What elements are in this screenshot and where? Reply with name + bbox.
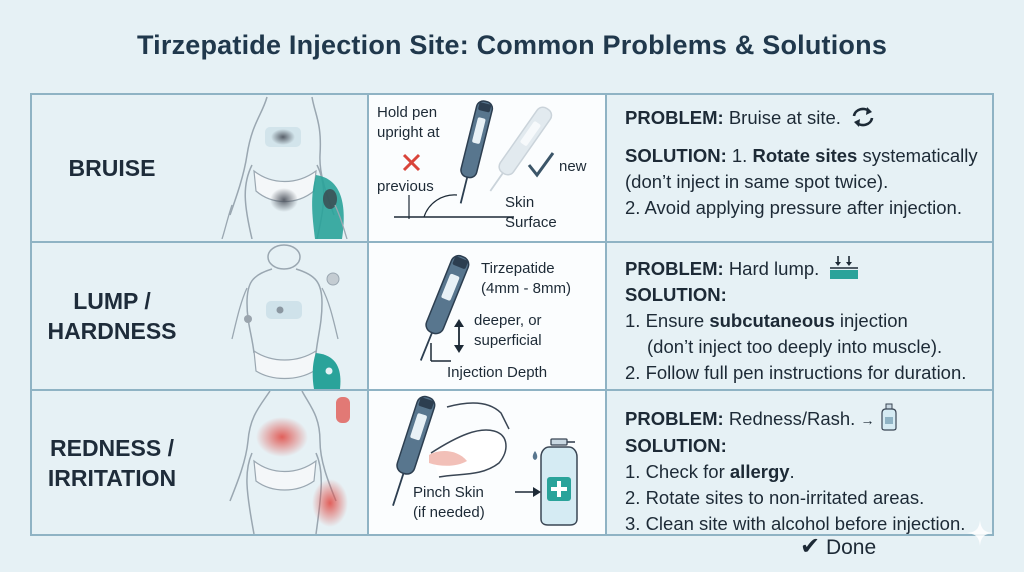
sanitizer-bottle-icon	[532, 438, 578, 526]
row-label-cell: BRUISE	[32, 95, 192, 241]
body-figure-cell	[192, 95, 367, 241]
problem-label: PROBLEM:	[625, 258, 724, 279]
body-figure-cell	[192, 243, 367, 389]
pen-angle-svg: Hold pen upright at previous	[377, 100, 587, 231]
pinch-skin-svg: Pinch Skin (if needed)	[392, 395, 578, 526]
problem-line: PROBLEM: Bruise at site.	[625, 105, 992, 131]
done-indicator[interactable]: ✔ Done	[800, 532, 876, 561]
row-label-line: IRRITATION	[47, 464, 177, 491]
solution-bold: allergy	[729, 461, 790, 482]
solution-line-1: 1. Check for allergy.	[625, 459, 992, 485]
injection-depth-illustration: Tirzepatide (4mm - 8mm) deeper, or super…	[367, 243, 607, 389]
body-figure-redness	[229, 390, 350, 535]
surface-text: Surface	[505, 214, 557, 231]
row-lump-hardness: LUMP / HARDNESS	[32, 241, 992, 389]
problem-line: PROBLEM: Hard lump.	[625, 255, 992, 282]
row-label-line: REDNESS /	[50, 434, 174, 461]
solution-text: systematically	[862, 145, 978, 166]
problem-text: Bruise at site.	[728, 107, 841, 128]
solution-line-2: 2. Rotate sites to non-irritated areas.	[625, 487, 925, 508]
check-icon	[527, 152, 555, 178]
problem-table: BRUISE	[30, 93, 994, 536]
solution-text: .	[789, 461, 795, 482]
row-label-line: HARDNESS	[47, 318, 177, 344]
previous-text: previous	[377, 178, 434, 195]
pinch-skin-illustration: Pinch Skin (if needed)	[367, 391, 607, 534]
solution-label-line: SOLUTION:	[625, 282, 992, 308]
if-needed-text: (if needed)	[413, 504, 485, 521]
solution-line-3: 3. Clean site with alcohol before inject…	[625, 513, 966, 534]
problem-text: Redness/Rash.	[728, 408, 856, 429]
row-label: REDNESS / IRRITATION	[48, 433, 176, 493]
row-label: LUMP / HARDNESS	[47, 286, 176, 346]
solution-text: 1.	[731, 145, 748, 166]
pen-angle-illustration: Hold pen upright at previous	[367, 95, 607, 241]
skin-text: Skin	[505, 194, 534, 211]
solution-line-2: (don’t inject in same spot twice).	[625, 171, 889, 192]
arrow-right-icon	[515, 487, 541, 497]
check-icon: ✔	[800, 533, 821, 560]
row-label: BRUISE	[68, 155, 156, 181]
solution-line-3: 2. Avoid applying pressure after injecti…	[625, 197, 962, 218]
row-label-cell: LUMP / HARDNESS	[32, 243, 192, 389]
pen-icon	[392, 395, 436, 506]
problem-solution-text: PROBLEM: Redness/Rash. → SOLUTION: 1. Ch…	[607, 391, 992, 534]
solution-label: SOLUTION:	[625, 435, 727, 456]
depth-arrow-icon	[454, 319, 464, 353]
drug-name-text: Tirzepatide	[481, 260, 555, 277]
injection-depth-svg: Tirzepatide (4mm - 8mm) deeper, or super…	[419, 254, 571, 381]
solution-text: 1. Ensure	[625, 310, 705, 331]
pressure-icon	[830, 256, 859, 279]
refresh-icon	[852, 107, 874, 127]
problem-text: Hard lump.	[728, 258, 820, 279]
solution-label: SOLUTION:	[625, 145, 727, 166]
solution-label: SOLUTION:	[625, 284, 727, 305]
pen-previous-ghost	[489, 106, 553, 192]
pen-icon	[459, 100, 494, 204]
solution-line-2: (don’t inject too deeply into muscle).	[647, 336, 943, 357]
solution-text: injection	[839, 310, 908, 331]
solution-bold: Rotate sites	[752, 145, 858, 166]
arrow-right-icon: →	[860, 412, 875, 428]
row-label-line: LUMP /	[73, 288, 151, 314]
solution-label-line: SOLUTION:	[625, 433, 992, 459]
x-icon	[402, 153, 421, 172]
problem-solution-text: PROBLEM: Hard lump. SOLUTION: 1. Ensure …	[607, 243, 992, 389]
sparkle-icon	[967, 520, 993, 546]
problem-solution-text: PROBLEM: Bruise at site. SOLUTION: 1. Ro…	[607, 95, 992, 241]
deeper-text: deeper, or	[474, 312, 542, 329]
problem-label: PROBLEM:	[625, 107, 724, 128]
injection-depth-caption: Injection Depth	[447, 364, 547, 381]
row-label-cell: REDNESS / IRRITATION	[32, 391, 192, 534]
superficial-text: superficial	[474, 332, 542, 349]
hold-pen-text: Hold pen	[377, 104, 437, 121]
problem-label: PROBLEM:	[625, 408, 724, 429]
solution-text: 1. Check for	[625, 461, 725, 482]
body-figure-bruise	[221, 96, 348, 240]
new-text: new	[559, 158, 587, 175]
upright-text: upright at	[377, 124, 440, 141]
bottle-icon	[880, 403, 897, 431]
pen-icon	[419, 254, 470, 361]
solution-bold: subcutaneous	[709, 310, 835, 331]
solution-line-1: SOLUTION: 1. Rotate sites systematically	[625, 143, 992, 169]
row-redness-irritation: REDNESS / IRRITATION	[32, 389, 992, 535]
body-figure-cell	[192, 390, 367, 535]
body-figure-lump	[231, 244, 341, 389]
page-title: Tirzepatide Injection Site: Common Probl…	[136, 30, 888, 60]
row-bruise: BRUISE	[32, 95, 992, 241]
pinch-text: Pinch Skin	[413, 484, 484, 501]
needle-length-text: (4mm - 8mm)	[481, 280, 571, 297]
solution-line-1: 1. Ensure subcutaneous injection	[625, 308, 992, 334]
done-label: Done	[825, 536, 877, 559]
solution-line-3: 2. Follow full pen instructions for dura…	[625, 362, 967, 383]
problem-line: PROBLEM: Redness/Rash. →	[625, 403, 992, 433]
